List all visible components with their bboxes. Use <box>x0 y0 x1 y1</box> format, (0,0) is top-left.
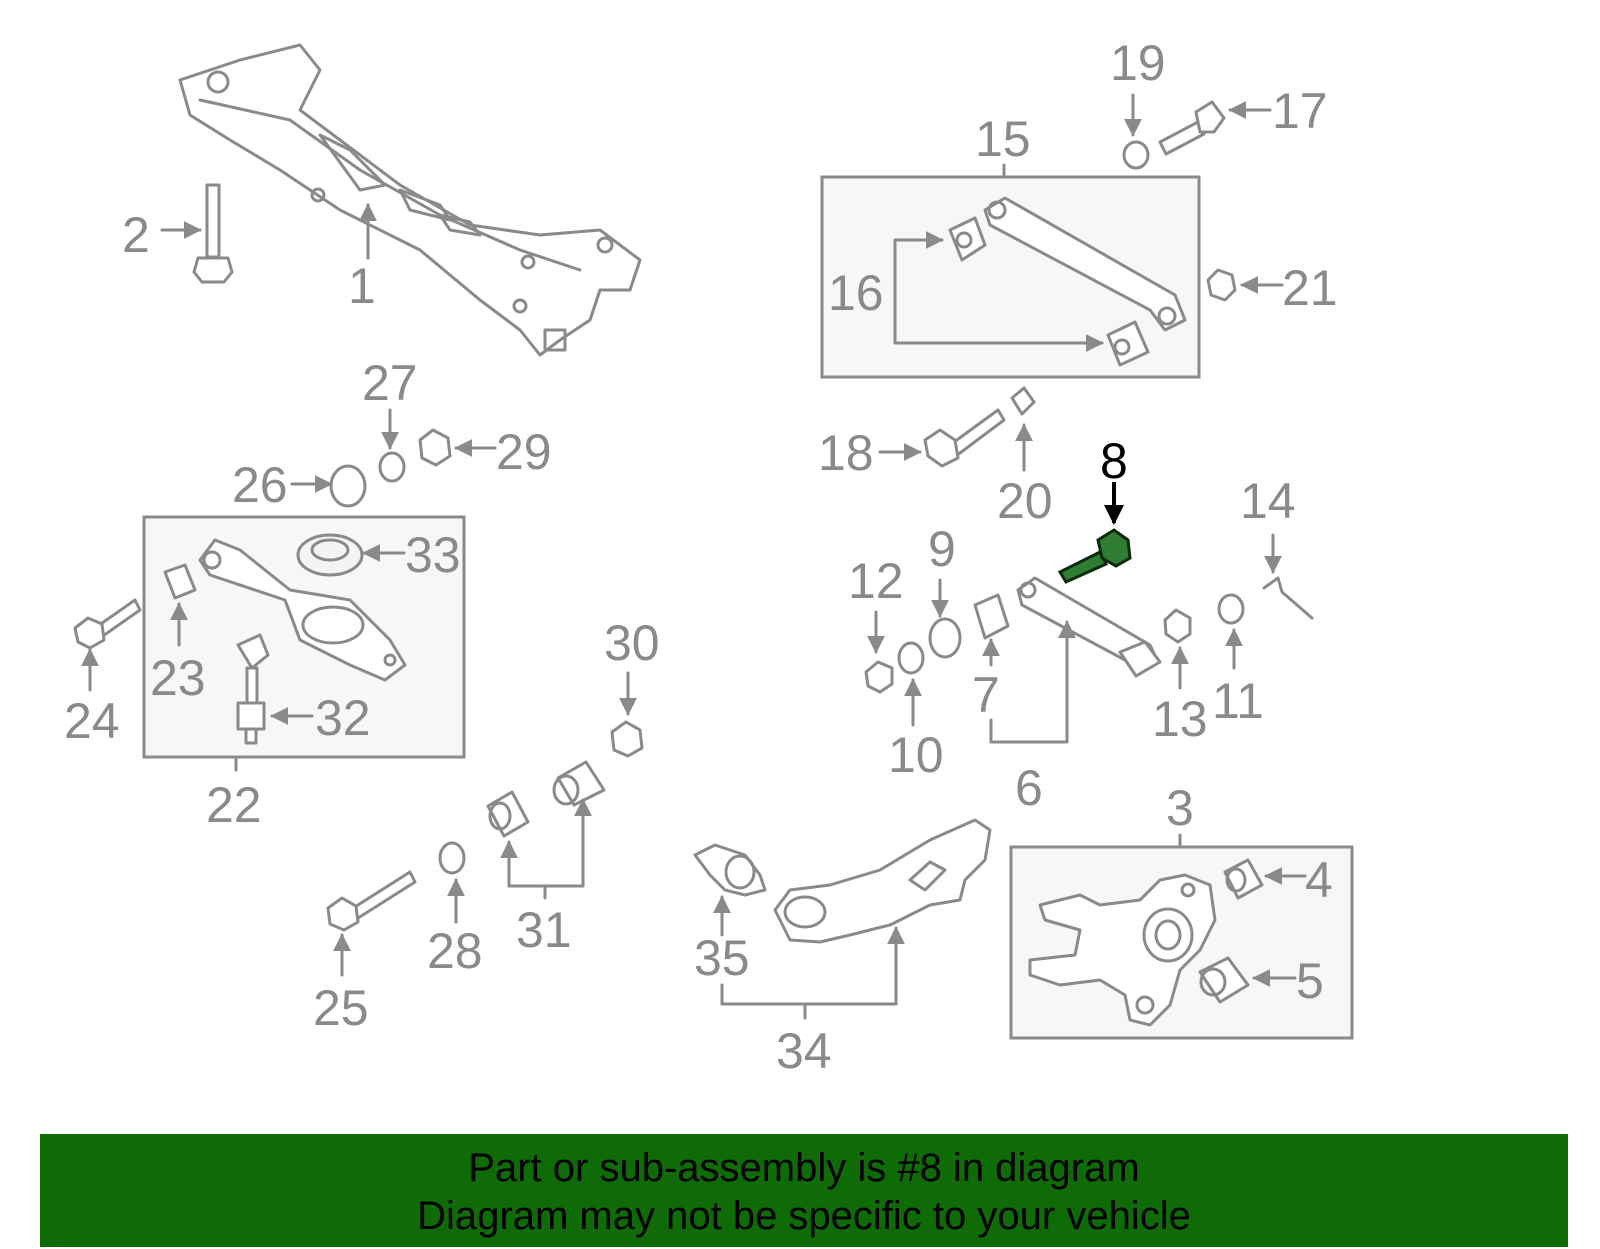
washer-part-10 <box>897 641 925 675</box>
nut-part-21 <box>1206 268 1237 302</box>
washer-part-9 <box>928 617 962 659</box>
nut-part-13 <box>1163 608 1192 644</box>
callout-32: 32 <box>315 690 371 746</box>
bolt-part-8-highlighted <box>1057 528 1132 584</box>
nut-part-20 <box>1010 386 1036 416</box>
callout-22: 22 <box>206 777 262 833</box>
callout-18: 18 <box>818 425 874 481</box>
callout-17: 17 <box>1272 83 1328 139</box>
bolt-part-18 <box>923 408 1006 468</box>
callout-8: 8 <box>1100 433 1128 489</box>
trailing-arm-part-34 <box>693 818 992 944</box>
bolt-part-2 <box>192 183 234 284</box>
callout-2: 2 <box>122 207 150 263</box>
washer-part-27 <box>378 451 406 483</box>
nut-part-12 <box>864 660 894 694</box>
callout-14: 14 <box>1240 473 1296 529</box>
nut-part-29 <box>418 428 452 467</box>
callout-29: 29 <box>496 424 552 480</box>
callout-33: 33 <box>405 527 461 583</box>
callout-19: 19 <box>1110 35 1166 91</box>
callout-11: 11 <box>1212 673 1264 729</box>
info-banner: Part or sub-assembly is #8 in diagram Di… <box>40 1134 1568 1247</box>
washer-part-26 <box>329 464 367 508</box>
upper-arm-part-15 <box>948 196 1187 367</box>
bushing-part-4 <box>1223 858 1264 900</box>
callout-21: 21 <box>1282 260 1338 316</box>
callout-23: 23 <box>150 650 206 706</box>
callout-34: 34 <box>776 1023 832 1079</box>
clip-part-14 <box>1262 576 1314 620</box>
callout-1: 1 <box>348 258 376 314</box>
banner-line-2: Diagram may not be specific to your vehi… <box>417 1194 1191 1238</box>
callout-3: 3 <box>1166 780 1194 836</box>
bolt-part-17 <box>1158 100 1226 156</box>
callout-6: 6 <box>1015 760 1043 816</box>
callout-25: 25 <box>313 980 369 1036</box>
callout-31: 31 <box>516 902 572 958</box>
washer-part-11 <box>1217 593 1245 625</box>
callout-20: 20 <box>997 473 1053 529</box>
arm-part-6 <box>973 576 1162 678</box>
washer-part-28 <box>438 841 466 875</box>
callout-28: 28 <box>427 923 483 979</box>
nut-part-30 <box>610 720 644 758</box>
washer-part-19 <box>1122 140 1150 170</box>
bolt-part-25 <box>326 870 417 932</box>
callout-26: 26 <box>232 457 288 513</box>
callout-13: 13 <box>1152 691 1208 747</box>
callout-27: 27 <box>362 355 418 411</box>
bushing-part-5 <box>1198 956 1250 1004</box>
bolt-part-24 <box>73 598 142 650</box>
callout-35: 35 <box>694 930 750 986</box>
callout-5: 5 <box>1296 953 1324 1009</box>
callout-24: 24 <box>64 693 120 749</box>
bushing-part-31 <box>486 760 606 838</box>
lower-arm-part-22 <box>163 533 407 745</box>
banner-line-1: Part or sub-assembly is #8 in diagram <box>468 1146 1140 1190</box>
callout-30: 30 <box>604 615 660 671</box>
callout-10: 10 <box>888 727 944 783</box>
callout-16: 16 <box>828 265 884 321</box>
knuckle-part-3 <box>1028 873 1217 1027</box>
callout-9: 9 <box>928 521 956 577</box>
callout-4: 4 <box>1305 852 1333 908</box>
crossmember-part <box>178 43 642 357</box>
callout-7: 7 <box>972 667 1000 723</box>
callout-15: 15 <box>975 111 1031 167</box>
callout-12: 12 <box>848 553 904 609</box>
